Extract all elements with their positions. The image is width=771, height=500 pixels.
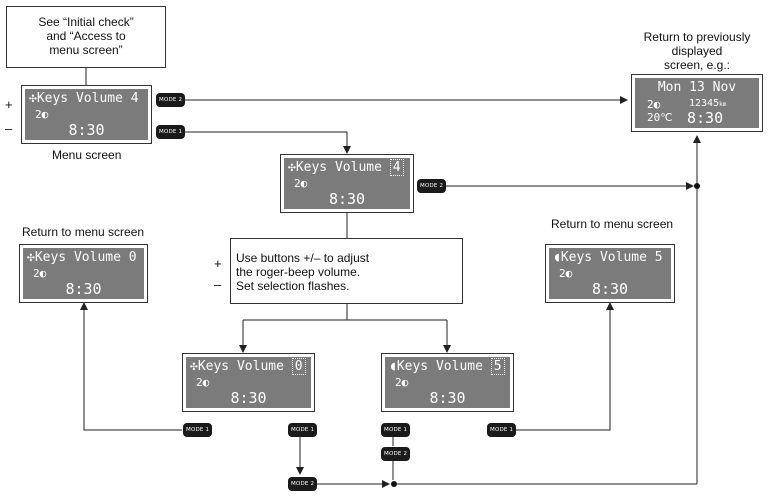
key-icon: ✣: [27, 250, 35, 265]
lcd-line1: ◖Keys Volume 5: [553, 250, 663, 265]
minus-sign: –: [5, 121, 13, 136]
lcd-temperature: 20℃: [647, 111, 673, 124]
signal-icon: ◐: [565, 267, 573, 280]
signal-icon: ◐: [39, 267, 47, 280]
lcd-line1: ✣Keys Volume 4: [288, 159, 404, 176]
lcd-line1: ✣Keys Volume 0: [27, 250, 137, 265]
lcd-line2: 2◐: [35, 108, 49, 121]
line-to-right-result: [511, 302, 614, 431]
lcd-time: 8:30: [687, 109, 724, 127]
lcd-time: 8:30: [429, 389, 466, 407]
junction-bottom: [391, 481, 397, 487]
signal-icon: ◐: [41, 108, 49, 121]
mode2-button-bottom-left[interactable]: MODE 2: [288, 477, 318, 491]
return-right-label: Return to menu screen: [551, 217, 674, 231]
key-icon: ✣: [288, 160, 296, 175]
minus-sign-2: –: [214, 277, 222, 292]
signal-icon: ◐: [300, 177, 308, 190]
selection-value: 0: [291, 358, 306, 375]
mode1-button-bottom-right-a[interactable]: MODE 1: [381, 423, 411, 437]
lcd-number: 12345km: [689, 98, 727, 109]
signal-icon: ◐: [401, 376, 409, 389]
lcd-display: ◖Keys Volume 5 2◐ 8:30: [549, 248, 671, 299]
key-icon: ✣: [29, 91, 37, 106]
mode2-button-menu[interactable]: MODE 2: [156, 93, 186, 107]
right-result-screen: ◖Keys Volume 5 2◐ 8:30: [545, 244, 675, 303]
lcd-display: ✣Keys Volume 0 2◐ 8:30: [23, 248, 144, 299]
initial-check-box: See “Initial check” and “Access to menu …: [6, 6, 166, 68]
return-previous-label: Return to previously displayed screen, e…: [643, 30, 751, 72]
lcd-line2: 2◐: [196, 376, 210, 389]
mode1-button-bottom-right-b[interactable]: MODE 1: [487, 423, 517, 437]
lcd-line1: ◖Keys Volume 5: [389, 358, 505, 375]
previous-screen: Mon 13 Nov 2◐ 12345km 20℃ 8:30: [631, 74, 763, 132]
selection-value: 4: [389, 159, 404, 176]
lcd-line2: 2◐: [294, 177, 308, 190]
lcd-line2: 2◐: [395, 376, 409, 389]
lcd-line1: ✣Keys Volume 0: [190, 358, 306, 375]
key-icon: ◖: [553, 250, 561, 265]
lcd-display: ✣Keys Volume 4 2◐ 8:30: [25, 89, 148, 140]
mode2-button-bottom-right[interactable]: MODE 2: [381, 447, 411, 461]
line-to-left-result: [80, 302, 182, 431]
plus-sign-2: +: [214, 256, 222, 271]
instruction-box: Use buttons +/– to adjust the roger-beep…: [230, 238, 463, 304]
lcd-time: 8:30: [230, 389, 267, 407]
lcd-time: 8:30: [591, 280, 629, 298]
lcd-number-unit: km: [719, 101, 727, 108]
lcd-display: Mon 13 Nov 2◐ 12345km 20℃ 8:30: [635, 78, 759, 128]
mode1-button-bottom-left-b[interactable]: MODE 1: [288, 423, 318, 437]
signal-icon: ◐: [653, 98, 661, 111]
mode2-button-center[interactable]: MODE 2: [417, 179, 447, 193]
lcd-time: 8:30: [328, 190, 366, 208]
lcd-display: ✣Keys Volume 0 2◐ 8:30: [186, 357, 311, 408]
line-menu-to-center: [176, 131, 351, 154]
lcd-line2: 2◐: [559, 267, 573, 280]
center-screen: ✣Keys Volume 4 2◐ 8:30: [280, 154, 414, 213]
lcd-date: Mon 13 Nov: [657, 80, 737, 95]
lcd-channel: 2◐: [647, 98, 661, 111]
mode1-button-bottom-left-a[interactable]: MODE 1: [183, 423, 213, 437]
lcd-time: 8:30: [68, 121, 105, 139]
signal-icon: ◐: [202, 376, 210, 389]
left-result-screen: ✣Keys Volume 0 2◐ 8:30: [19, 244, 148, 303]
key-icon: ◖: [389, 359, 397, 374]
plus-sign: +: [5, 97, 13, 112]
bottom-left-screen: ✣Keys Volume 0 2◐ 8:30: [182, 353, 315, 412]
return-left-label: Return to menu screen: [22, 225, 145, 239]
key-icon: ✣: [190, 359, 198, 374]
junction-top: [694, 183, 700, 189]
menu-screen-label: Menu screen: [52, 148, 122, 162]
lcd-line2: 2◐: [33, 267, 47, 280]
lcd-display: ◖Keys Volume 5 2◐ 8:30: [385, 357, 510, 408]
menu-screen: ✣Keys Volume 4 2◐ 8:30: [21, 85, 152, 144]
mode1-button-menu[interactable]: MODE 1: [156, 125, 186, 139]
lcd-display: ✣Keys Volume 4 2◐ 8:30: [284, 158, 410, 209]
lcd-line1: ✣Keys Volume 4: [29, 91, 139, 106]
bottom-right-screen: ◖Keys Volume 5 2◐ 8:30: [381, 353, 514, 412]
selection-value: 5: [490, 358, 505, 375]
lcd-time: 8:30: [65, 280, 102, 298]
